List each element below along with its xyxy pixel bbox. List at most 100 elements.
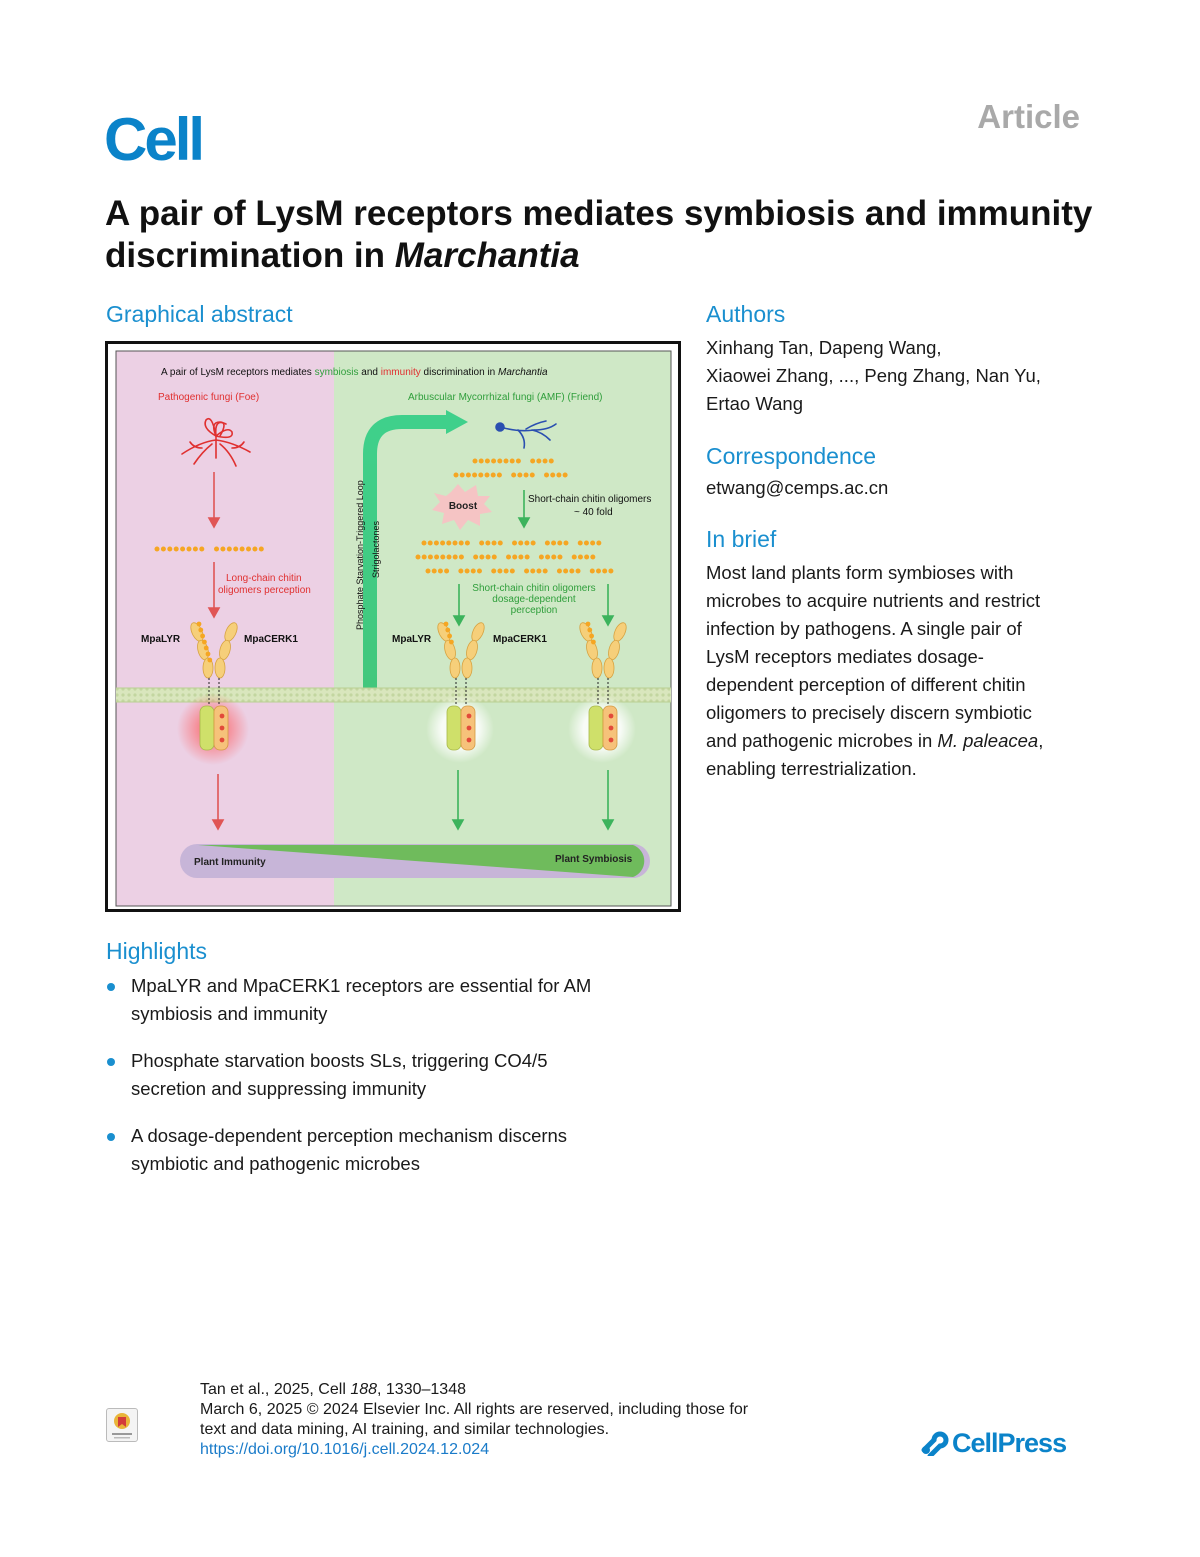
bound-chitin-dot <box>205 651 211 657</box>
boost-starburst <box>432 484 492 530</box>
chitin-dot <box>427 554 433 560</box>
chitin-dot <box>485 540 491 546</box>
chitin-dot <box>431 568 437 574</box>
chitin-dot <box>421 540 427 546</box>
chitin-dot <box>557 540 563 546</box>
chitin-dot <box>440 540 446 546</box>
chitin-dot <box>575 568 581 574</box>
chitin-dot <box>542 458 548 464</box>
in-brief-text: Most land plants form symbioses with mic… <box>706 559 1106 783</box>
in-brief-line: dependent perception of different chitin <box>706 674 1026 695</box>
receptor-cerk-label-left: MpaCERK1 <box>244 634 298 645</box>
amf-label: Arbuscular Mycorrhizal fungi (AMF) (Frie… <box>408 392 603 403</box>
doi-link[interactable]: https://doi.org/10.1016/j.cell.2024.12.0… <box>200 1441 490 1458</box>
lysm-domain <box>461 657 473 679</box>
chitin-dot <box>425 568 431 574</box>
chitin-dot <box>479 554 485 560</box>
chitin-dot <box>252 546 258 552</box>
kinase-domain-lyr <box>588 705 604 751</box>
chitin-dot <box>458 554 464 560</box>
in-brief-line: Most land plants form symbioses with <box>706 562 1014 583</box>
abundant-chitin-dots <box>415 540 614 574</box>
chitin-dot <box>192 546 198 552</box>
green-arrow-down-2 <box>601 770 615 831</box>
publisher-name: CellPress <box>952 1428 1067 1458</box>
copyright-line: March 6, 2025 © 2024 Elsevier Inc. All r… <box>200 1401 749 1418</box>
chitin-dot <box>446 554 452 560</box>
highlights-heading: Highlights <box>106 938 207 964</box>
chitin-dot <box>542 568 548 574</box>
phosphate-loop-arrow <box>363 415 448 688</box>
phosphorylation-site <box>608 737 614 743</box>
bound-chitin-dot <box>589 633 594 639</box>
journal-logo: Cell <box>104 106 205 173</box>
receptor-complex-immunity <box>177 621 249 765</box>
chitin-dot <box>497 568 503 574</box>
cellpress-logo: CellPress <box>918 1428 1067 1459</box>
article-type-label: Article <box>977 98 1080 135</box>
chitin-dot <box>544 472 550 478</box>
bound-chitin-dot <box>587 627 593 633</box>
chitin-dot <box>557 554 563 560</box>
dosage-label-2: dosage-dependent <box>492 594 576 605</box>
bound-chitin-dot <box>202 639 207 645</box>
chitin-dot <box>497 458 503 464</box>
chitin-dot <box>472 472 478 478</box>
bound-chitin-dot <box>585 621 591 627</box>
correspondence-email[interactable]: etwang@cemps.ac.cn <box>706 477 889 498</box>
chitin-dot <box>608 568 614 574</box>
symbiosis-panel-bg <box>334 351 671 906</box>
chitin-dot <box>503 458 509 464</box>
in-brief-line: enabling terrestrialization. <box>706 758 917 779</box>
chitin-dot <box>583 540 589 546</box>
chitin-dot <box>496 472 502 478</box>
chitin-dot <box>415 554 421 560</box>
bound-chitin-dot <box>449 639 454 645</box>
chitin-dot <box>491 568 497 574</box>
chitin-dot <box>551 540 557 546</box>
chitin-dot <box>440 554 446 560</box>
bound-chitin-dot <box>447 633 452 639</box>
cellpress-mark-icon <box>921 1431 949 1459</box>
correspondence-heading: Correspondence <box>706 443 877 469</box>
symbiosis-wedge <box>198 845 645 877</box>
chitin-dot <box>596 568 601 574</box>
chitin-dot <box>550 472 556 478</box>
chitin-dot <box>536 568 542 574</box>
chitin-dot <box>577 554 583 560</box>
citation-line: Tan et al., 2025, Cell 188, 1330–1348 <box>200 1381 466 1398</box>
phosphate-loop-label: Phosphate Starvation-Triggered Loop <box>355 480 365 630</box>
chitin-dot <box>602 568 608 574</box>
chitin-dot <box>491 540 497 546</box>
chitin-dot <box>233 546 239 552</box>
chitin-dot <box>512 554 518 560</box>
chitin-dot <box>548 458 554 464</box>
chitin-dot <box>459 472 465 478</box>
lysm-domain <box>202 657 214 679</box>
chitin-dot <box>458 540 464 546</box>
in-brief-line: and pathogenic microbes in M. paleacea, <box>706 730 1044 751</box>
chitin-dot <box>530 540 536 546</box>
short-chain-label-2: ~ 40 fold <box>574 507 613 518</box>
chitin-dot <box>584 554 590 560</box>
chitin-dot <box>538 554 544 560</box>
plasma-membrane <box>116 688 671 702</box>
check-for-updates-icon[interactable] <box>106 1408 138 1442</box>
chitin-dot <box>569 568 575 574</box>
pathogenic-fungi-label: Pathogenic fungi (Foe) <box>158 392 259 403</box>
dosage-label-1: Short-chain chitin oligomers <box>472 583 595 594</box>
chitin-dot <box>509 458 515 464</box>
chitin-dot <box>509 568 515 574</box>
bullet-icon <box>107 983 115 991</box>
chitin-dot <box>476 568 482 574</box>
chitin-dot <box>433 540 439 546</box>
chitin-dot <box>518 554 524 560</box>
bound-chitin-dot <box>207 657 213 663</box>
chitin-dot <box>556 472 562 478</box>
chitin-dot <box>511 472 517 478</box>
short-chain-label-1: Short-chain chitin oligomers <box>528 494 651 505</box>
citation-footer: Tan et al., 2025, Cell 188, 1330–1348 Ma… <box>200 1380 748 1460</box>
graphical-abstract-svg: A pair of LysM receptors mediates symbio… <box>115 350 672 907</box>
bound-chitin-dot <box>203 645 209 651</box>
chitin-dot <box>464 540 470 546</box>
